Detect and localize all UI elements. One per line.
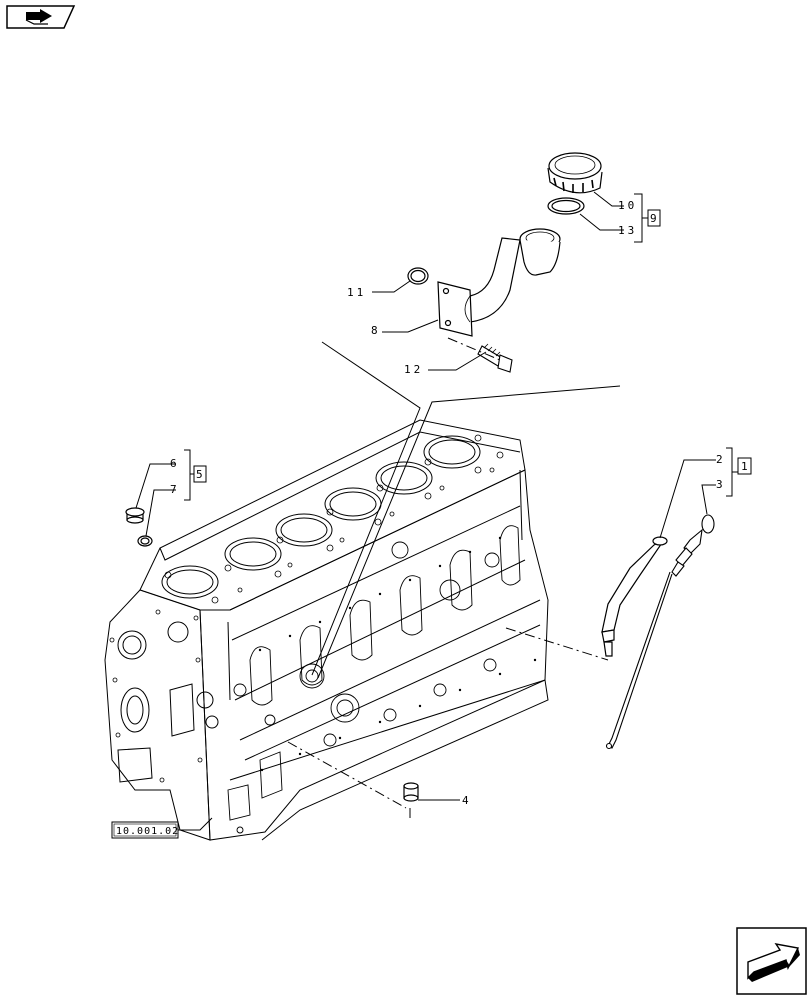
callout-2: 2 [716,453,726,466]
washer [137,535,153,547]
o-ring [407,267,429,285]
callout-1: 1 [741,460,748,473]
callout-box-1[interactable]: 1 [737,457,752,475]
callout-10: 10 [618,199,637,212]
callout-7: 7 [170,483,180,496]
callout-6: 6 [170,457,180,470]
callout-box-5[interactable]: 5 [193,465,207,483]
callout-5: 5 [196,468,203,481]
assembly-lines [287,337,609,820]
plug [125,507,145,524]
callout-box-9[interactable]: 9 [647,209,661,227]
callout-8: 8 [371,324,381,337]
dipstick-tube [601,536,668,657]
callout-12: 12 [404,363,423,376]
engine-block [104,419,549,841]
oil-filler-tube [437,228,561,337]
next-page-arrow-icon[interactable] [736,927,807,995]
reference-box[interactable]: 10.001.02 [111,821,179,839]
callout-3: 3 [716,478,726,491]
callout-13: 13 [618,224,637,237]
callout-labels: 10 13 11 8 12 6 7 2 3 4 [170,199,726,807]
oil-filler-cap [547,152,603,194]
seal-ring [547,197,585,215]
callout-4: 4 [462,794,472,807]
book-arrow-icon[interactable] [6,5,76,29]
leader-lines [135,191,738,831]
reference-label: 10.001.02 [116,826,179,837]
callout-9: 9 [650,212,657,225]
block-plug [403,782,419,802]
callout-11: 11 [347,286,366,299]
dipstick [605,514,715,750]
bolt [477,343,513,373]
